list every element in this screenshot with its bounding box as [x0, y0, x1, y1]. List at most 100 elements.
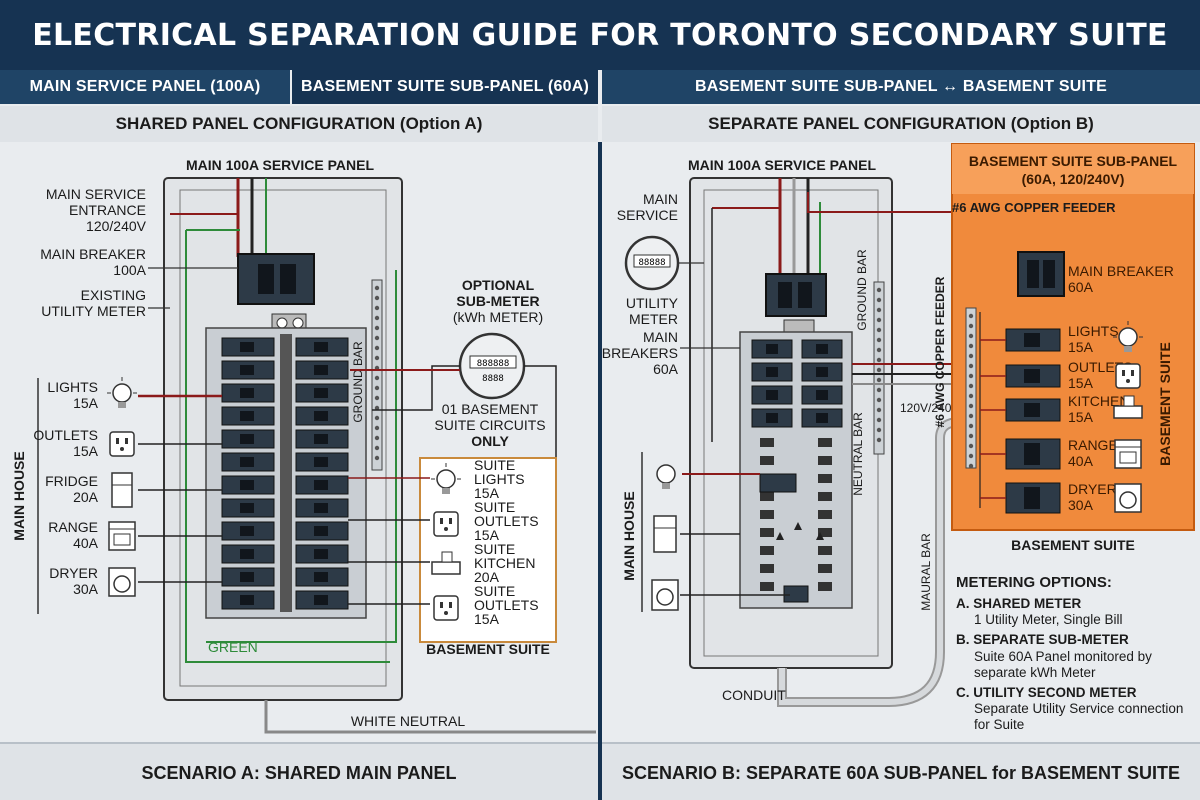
svg-text:20A: 20A	[73, 489, 99, 505]
svg-text:30A: 30A	[1068, 497, 1094, 513]
svg-text:FRIDGE: FRIDGE	[45, 473, 98, 489]
svg-text:ENTRANCE: ENTRANCE	[69, 202, 146, 218]
svg-text:LIGHTS: LIGHTS	[1068, 323, 1119, 339]
left-breaker-bank	[221, 337, 349, 610]
dryer-icon	[1114, 483, 1142, 513]
svg-text:RANGE: RANGE	[48, 519, 98, 535]
feeder-vertical-label: #6 AWG COPPER FEEDER	[933, 276, 947, 427]
left-main-panel: MAIN 100A SERVICE PANEL GROU	[163, 157, 596, 734]
svg-text:88888: 88888	[638, 258, 665, 268]
main-breakers-label: MAIN	[643, 329, 678, 345]
subpanel-main-breaker	[1017, 251, 1065, 297]
svg-text:15A: 15A	[474, 527, 500, 543]
green-wire-label: GREEN	[208, 639, 258, 655]
kitchen-icon	[431, 551, 461, 575]
white-neutral-label: WHITE NEUTRAL	[351, 713, 466, 729]
right-breaker-bank	[751, 339, 843, 603]
right-house-fridge-icon	[653, 515, 677, 553]
svg-text:DRYER: DRYER	[1068, 481, 1117, 497]
svg-text:OPTIONAL: OPTIONAL	[462, 277, 535, 293]
svg-text:15A: 15A	[73, 443, 99, 459]
main-breaker-label: MAIN BREAKER	[40, 246, 146, 262]
right-annotations: MAIN SERVICE 88888 UTILITY METER MAIN BR…	[602, 191, 790, 612]
metering-heading: METERING OPTIONS:	[956, 574, 1112, 591]
svg-text:OUTLETS: OUTLETS	[33, 427, 98, 443]
svg-text:ONLY: ONLY	[471, 433, 509, 449]
svg-text:MAIN BREAKER: MAIN BREAKER	[1068, 263, 1174, 279]
footer-scenario-b: SCENARIO B: SEPARATE 60A SUB-PANEL for B…	[602, 742, 1200, 800]
svg-text:15A: 15A	[474, 611, 500, 627]
svg-text:SUITE: SUITE	[474, 541, 515, 557]
left-ground-bar-label: GROUND BAR	[351, 341, 365, 423]
optional-submeter: OPTIONAL SUB-METER (kWh METER) 888888 88…	[350, 277, 557, 458]
bulb-icon	[107, 377, 137, 408]
svg-text:15A: 15A	[1068, 375, 1094, 391]
right-neutral-bar-label: NEUTRAL BAR	[851, 412, 865, 496]
svg-text:SERVICE: SERVICE	[617, 207, 678, 223]
svg-text:20A: 20A	[474, 569, 500, 585]
svg-text:SUITE: SUITE	[474, 499, 515, 515]
right-main-panel: MAIN 100A SERVICE PANEL GROUND BAR NEUTR…	[688, 157, 1043, 707]
metering-item-c: C. UTILITY SECOND METER Separate Utility…	[956, 684, 1184, 733]
dryer-icon	[108, 567, 136, 597]
subpanel-title: BASEMENT SUITE SUB-PANEL	[969, 153, 1178, 169]
conduit-label: CONDUIT	[722, 687, 786, 703]
main-service-label: MAIN	[643, 191, 678, 207]
outlet-icon	[109, 431, 135, 457]
outlet-icon	[1115, 363, 1141, 389]
svg-text:888888: 888888	[477, 359, 510, 369]
left-annotations: MAIN SERVICE ENTRANCE 120/240V MAIN BREA…	[11, 186, 238, 614]
right-house-bulb-icon	[656, 464, 676, 489]
svg-text:UTILITY METER: UTILITY METER	[41, 303, 146, 319]
svg-text:(kWh METER): (kWh METER)	[453, 309, 543, 325]
range-icon	[1114, 439, 1142, 469]
left-panel-title: MAIN 100A SERVICE PANEL	[186, 157, 374, 173]
section-title-option-a: SHARED PANEL CONFIGURATION (Option A)	[0, 106, 598, 142]
svg-text:30A: 30A	[73, 581, 99, 597]
svg-text:8888: 8888	[482, 374, 504, 384]
subheader-suite-link: BASEMENT SUITE SUB-PANEL ↔ BASEMENT SUIT…	[602, 70, 1200, 104]
maural-bar-label: MAURAL BAR	[919, 533, 933, 611]
section-title-option-b: SEPARATE PANEL CONFIGURATION (Option B)	[602, 106, 1200, 142]
svg-text:15A: 15A	[73, 395, 99, 411]
svg-text:100A: 100A	[113, 262, 146, 278]
outlet-icon	[433, 595, 459, 621]
subheader-main-panel: MAIN SERVICE PANEL (100A)	[0, 70, 290, 104]
left-main-house-label: MAIN HOUSE	[11, 451, 27, 540]
left-suite-label: BASEMENT SUITE	[426, 641, 550, 657]
right-ground-bar-label: GROUND BAR	[855, 249, 869, 331]
metering-options: METERING OPTIONS: A. SHARED METER 1 Util…	[956, 574, 1196, 734]
svg-text:RANGE: RANGE	[1068, 437, 1118, 453]
right-main-breaker	[765, 273, 827, 317]
svg-text:SUITE CIRCUITS: SUITE CIRCUITS	[434, 417, 545, 433]
svg-text:METER: METER	[629, 311, 678, 327]
svg-text:15A: 15A	[1068, 409, 1094, 425]
svg-text:40A: 40A	[1068, 453, 1094, 469]
svg-text:OUTLETS: OUTLETS	[474, 597, 539, 613]
right-suite-label: BASEMENT SUITE	[1011, 537, 1135, 553]
svg-text:(60A, 120/240V): (60A, 120/240V)	[1022, 171, 1125, 187]
svg-text:15A: 15A	[1068, 339, 1094, 355]
left-suite-box: SUITELIGHTS15ASUITEOUTLETS15ASUITEKITCHE…	[348, 457, 557, 657]
svg-text:BREAKERS: BREAKERS	[602, 345, 678, 361]
svg-text:LIGHTS: LIGHTS	[474, 471, 525, 487]
svg-text:120/240V: 120/240V	[86, 218, 147, 234]
footer-scenario-a: SCENARIO A: SHARED MAIN PANEL	[0, 742, 598, 800]
right-main-house-label: MAIN HOUSE	[621, 491, 637, 580]
wiring-diagram: MAIN 100A SERVICE PANEL GROU	[11, 143, 1195, 734]
bulb-icon	[1113, 321, 1143, 352]
svg-text:01 BASEMENT: 01 BASEMENT	[442, 401, 539, 417]
page-title: ELECTRICAL SEPARATION GUIDE FOR TORONTO …	[0, 0, 1200, 70]
svg-text:SUITE: SUITE	[474, 457, 515, 473]
right-panel-title: MAIN 100A SERVICE PANEL	[688, 157, 876, 173]
service-entrance-label: MAIN SERVICE	[46, 186, 146, 202]
svg-text:15A: 15A	[474, 485, 500, 501]
svg-text:LIGHTS: LIGHTS	[47, 379, 98, 395]
feeder-label: #6 AWG COPPER FEEDER	[952, 200, 1116, 215]
basement-subpanel: BASEMENT SUITE SUB-PANEL (60A, 120/240V)…	[951, 143, 1195, 531]
svg-text:SUB-METER: SUB-METER	[456, 293, 539, 309]
outlet-icon	[433, 511, 459, 537]
range-icon	[108, 521, 136, 551]
existing-meter-label: EXISTING	[81, 287, 146, 303]
